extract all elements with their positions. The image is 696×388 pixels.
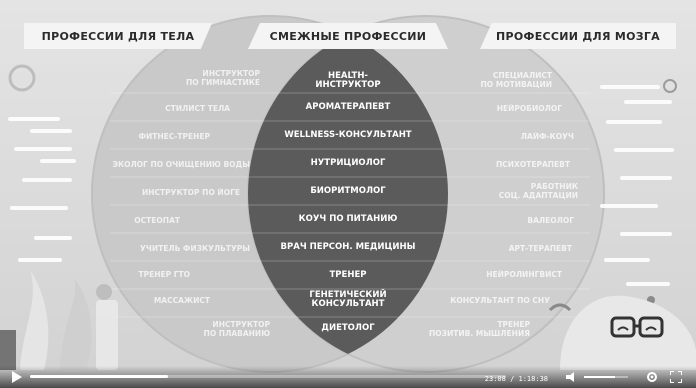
center-item: БИОРИТМОЛОГ — [310, 186, 386, 196]
left-item: МАССАЖИСТ — [153, 296, 210, 305]
header-body-label: ПРОФЕССИИ ДЛЯ ТЕЛА — [41, 29, 195, 43]
center-item: ВРАЧ ПЕРСОН. МЕДИЦИНЫ — [280, 242, 416, 252]
left-item: ИНСТРУКТОР ПО ЙОГЕ — [141, 188, 240, 197]
left-item: ОСТЕОПАТ — [134, 216, 180, 225]
volume-icon[interactable] — [566, 372, 578, 382]
right-item: ТРЕНЕР ПОЗИТИВ. МЫШЛЕНИЯ — [428, 320, 530, 338]
right-item: РАБОТНИК СОЦ. АДАПТАЦИИ — [498, 182, 578, 200]
center-item: КОУЧ ПО ПИТАНИЮ — [298, 214, 398, 224]
center-item: АРОМАТЕРАПЕВТ — [305, 102, 391, 112]
play-icon[interactable] — [12, 371, 22, 383]
volume-fill — [584, 376, 615, 378]
right-item: НЕЙРОЛИНГВИСТ — [486, 270, 562, 279]
left-item: УЧИТЕЛЬ ФИЗКУЛЬТУРЫ — [140, 244, 250, 253]
volume-slider[interactable] — [584, 376, 628, 378]
left-item: ИНСТРУКТОР ПО ПЛАВАНИЮ — [203, 320, 270, 338]
decorative-bars — [8, 85, 674, 286]
right-item: СПЕЦИАЛИСТ ПО МОТИВАЦИИ — [480, 71, 552, 89]
right-item: НЕЙРОБИОЛОГ — [496, 104, 562, 113]
left-item: СТИЛИСТ ТЕЛА — [165, 104, 230, 113]
time-readout: 23:08 / 1:18:38 — [484, 375, 548, 383]
right-item: ЛАЙФ-КОУЧ — [520, 132, 574, 141]
center-item: ГЕНЕТИЧЕСКИЙ КОНСУЛЬТАНТ — [309, 290, 387, 309]
right-item: КОНСУЛЬТАНТ ПО СНУ — [450, 296, 550, 305]
progress-bar[interactable] — [30, 375, 506, 378]
center-item: ДИЕТОЛОГ — [321, 323, 375, 333]
right-item: ПСИХОТЕРАПЕВТ — [496, 160, 570, 169]
center-item: ТРЕНЕР — [329, 270, 367, 280]
header-body-professions: ПРОФЕССИИ ДЛЯ ТЕЛА — [24, 23, 212, 49]
intersection-lens — [248, 16, 448, 372]
header-related-professions: СМЕЖНЫЕ ПРОФЕССИИ — [248, 23, 448, 49]
gear-icon[interactable] — [646, 371, 658, 383]
left-item: ИНСТРУКТОР ПО ГИМНАСТИКЕ — [185, 69, 260, 87]
right-item: АРТ-ТЕРАПЕВТ — [508, 244, 572, 253]
header-brain-label: ПРОФЕССИИ ДЛЯ МОЗГА — [496, 29, 660, 43]
center-item: HEALTH- ИНСТРУКТОР — [315, 71, 381, 90]
left-item: ТРЕНЕР ГТО — [138, 270, 190, 279]
left-item: ФИТНЕС-ТРЕНЕР — [138, 132, 210, 141]
decor-ring — [8, 64, 36, 92]
character-illustration — [548, 295, 696, 370]
plant-illustration — [0, 270, 118, 370]
center-item: WELLNESS-КОНСУЛЬТАНТ — [284, 130, 412, 140]
right-item: ВАЛЕОЛОГ — [527, 216, 574, 225]
player-controls: 23:08 / 1:18:38 — [0, 366, 696, 388]
header-related-label: СМЕЖНЫЕ ПРОФЕССИИ — [269, 29, 427, 43]
header-brain-professions: ПРОФЕССИИ ДЛЯ МОЗГА — [480, 23, 676, 49]
progress-fill — [30, 375, 169, 378]
fullscreen-icon[interactable] — [670, 371, 682, 383]
center-item: НУТРИЦИОЛОГ — [310, 158, 386, 168]
left-item: ЭКОЛОГ ПО ОЧИЩЕНИЮ ВОДЫ — [112, 160, 250, 169]
